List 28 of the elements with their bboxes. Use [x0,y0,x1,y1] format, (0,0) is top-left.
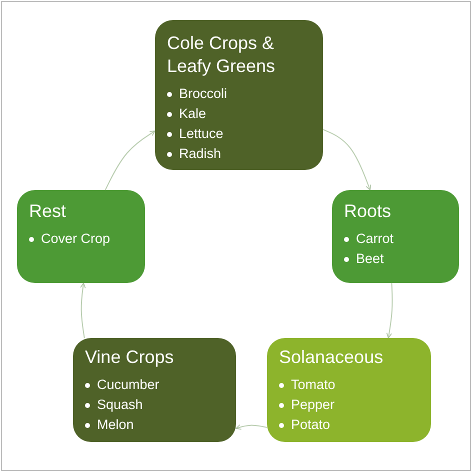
arrow [80,282,86,338]
list-item: Carrot [344,229,447,249]
list-item: Cucumber [85,375,224,395]
list-item: Melon [85,415,224,435]
box-heading: Solanaceous [279,346,384,369]
list-item: Lettuce [167,124,311,144]
list-item: Cover Crop [29,229,133,249]
process-box [155,20,323,170]
box-heading: Cole Crops & Leafy Greens [167,32,276,78]
arrow [236,424,268,430]
process-box [332,190,459,283]
list-item: Potato [279,415,419,435]
process-box [17,190,145,283]
process-box [267,338,431,442]
list-item: Broccoli [167,84,311,104]
process-box [73,338,236,442]
arrow [104,130,156,190]
list-item: Kale [167,104,311,124]
list-item: Tomato [279,375,419,395]
list-item: Radish [167,144,311,164]
list-item: Beet [344,249,447,269]
arrow [386,282,393,338]
arrow [322,129,372,190]
box-heading: Rest [29,200,68,223]
box-heading: Vine Crops [85,346,175,369]
list-item: Pepper [279,395,419,415]
list-item: Squash [85,395,224,415]
box-heading: Roots [344,200,392,223]
